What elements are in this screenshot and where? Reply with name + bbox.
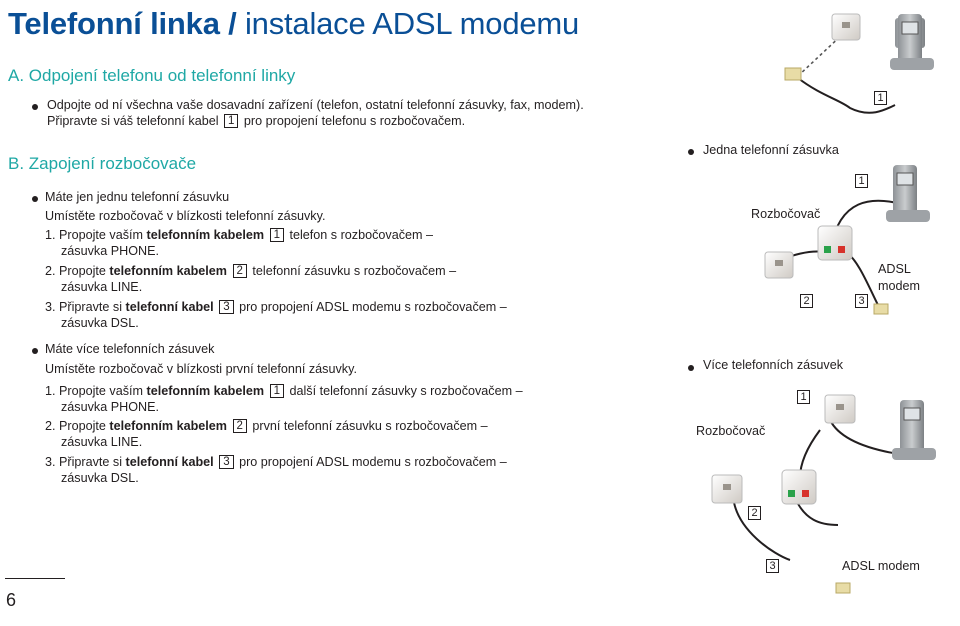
rj11-plug-icon xyxy=(784,67,802,81)
cable-number-box: 2 xyxy=(232,264,247,278)
text: 3. Připravte si xyxy=(45,300,126,314)
adsl-modem-label: ADSL modem xyxy=(842,559,920,573)
section-b-heading: B. Zapojení rozbočovače xyxy=(8,154,197,173)
text: telefonní zásuvku s rozbočovačem – xyxy=(252,264,457,278)
rj11-plug-icon xyxy=(873,303,889,315)
wall-socket-icon xyxy=(824,394,856,424)
text: 1. Propojte vaším xyxy=(45,228,147,242)
cable-number-box: 2 xyxy=(800,294,813,308)
splitter-icon xyxy=(817,225,853,261)
text: pro propojení telefonu s rozbočovačem. xyxy=(243,114,466,128)
multi-step-2: 2. Propojte telefonním kabelem 2 první t… xyxy=(45,419,488,434)
wall-socket-icon xyxy=(764,251,794,279)
cable-number-box: 3 xyxy=(219,300,234,314)
diagram-3-title: Více telefonních zásuvek xyxy=(703,358,844,372)
page-number: 6 xyxy=(6,590,17,610)
wall-socket-icon xyxy=(711,474,743,504)
phone-icon xyxy=(886,165,930,222)
multi-step-1-cont: zásuvka PHONE. xyxy=(61,400,159,414)
cable-number-box: 1 xyxy=(797,390,810,404)
text-bold: telefonní kabel xyxy=(125,300,214,314)
multi-outlet-title: Máte více telefonních zásuvek xyxy=(45,342,215,356)
text: Připravte si váš telefonní kabel xyxy=(47,114,219,128)
cable-number-box: 2 xyxy=(232,419,247,433)
text: 2. Propojte xyxy=(45,264,110,278)
multi-outlet-intro: Umístěte rozbočovač v blízkosti první te… xyxy=(45,362,357,376)
splitter-label: Rozbočovač xyxy=(751,207,821,221)
section-a-line1: Odpojte od ní všechna vaše dosavadní zař… xyxy=(47,98,584,112)
cable-number-box: 1 xyxy=(855,174,868,188)
diagram-single-outlet xyxy=(764,165,930,315)
bullet-dot xyxy=(32,104,38,110)
footer-rule xyxy=(5,578,65,579)
cable-number-box: 1 xyxy=(874,91,887,105)
bullet-dot xyxy=(688,365,694,371)
diagram-2-title: Jedna telefonní zásuvka xyxy=(703,143,839,157)
diagram-multiple-outlets xyxy=(711,394,936,594)
cable-number-box: 2 xyxy=(748,506,761,520)
adsl-label: ADSL xyxy=(878,262,911,276)
bullet-dot xyxy=(32,348,38,354)
multi-step-2-cont: zásuvka LINE. xyxy=(61,435,143,449)
text: první telefonní zásuvku s rozbočovačem – xyxy=(252,419,488,433)
text: 3. Připravte si xyxy=(45,455,126,469)
cable-number-box: 3 xyxy=(766,559,779,573)
cable-number-box: 3 xyxy=(855,294,868,308)
cable-number-box: 1 xyxy=(269,384,284,398)
wall-socket-icon xyxy=(831,13,861,41)
splitter-label: Rozbočovač xyxy=(696,424,766,438)
text: 2. Propojte xyxy=(45,419,110,433)
rj11-plug-icon xyxy=(835,582,851,594)
title-bold: Telefonní linka / xyxy=(8,6,237,41)
single-step-3-cont: zásuvka DSL. xyxy=(61,316,139,330)
text: pro propojení ADSL modemu s rozbočovačem… xyxy=(239,300,507,314)
single-step-3: 3. Připravte si telefonní kabel 3 pro pr… xyxy=(45,300,507,315)
single-step-1: 1. Propojte vaším telefonním kabelem 1 t… xyxy=(45,228,433,243)
diagram-disconnect xyxy=(784,13,934,114)
cable-number-box: 3 xyxy=(219,455,234,469)
text: pro propojení ADSL modemu s rozbočovačem… xyxy=(239,455,507,469)
text-bold: telefonním kabelem xyxy=(146,384,265,398)
multi-step-1: 1. Propojte vaším telefonním kabelem 1 d… xyxy=(45,384,523,399)
text-bold: telefonním kabelem xyxy=(146,228,265,242)
text-bold: telefonním kabelem xyxy=(109,419,227,433)
single-step-2-cont: zásuvka LINE. xyxy=(61,280,143,294)
single-step-2: 2. Propojte telefonním kabelem 2 telefon… xyxy=(45,264,456,279)
bullet-dot xyxy=(688,149,694,155)
bullet-dot xyxy=(32,196,38,202)
modem-label: modem xyxy=(878,279,920,293)
text: 1. Propojte vaším xyxy=(45,384,147,398)
multi-step-3: 3. Připravte si telefonní kabel 3 pro pr… xyxy=(45,455,507,470)
page-title: Telefonní linka / instalace ADSL modemu xyxy=(8,6,579,42)
single-outlet-intro: Umístěte rozbočovač v blízkosti telefonn… xyxy=(45,209,326,223)
phone-icon xyxy=(892,400,936,460)
text-bold: telefonním kabelem xyxy=(109,264,227,278)
single-outlet-title: Máte jen jednu telefonní zásuvku xyxy=(45,190,230,204)
splitter-icon xyxy=(781,469,817,505)
text: telefon s rozbočovačem – xyxy=(289,228,433,242)
text: další telefonní zásuvky s rozbočovačem – xyxy=(289,384,523,398)
cable-number-box: 1 xyxy=(269,228,284,242)
text-bold: telefonní kabel xyxy=(125,455,214,469)
title-light: instalace ADSL modemu xyxy=(236,6,580,41)
section-a-line2: Připravte si váš telefonní kabel 1 pro p… xyxy=(47,114,465,129)
single-step-1-cont: zásuvka PHONE. xyxy=(61,244,159,258)
section-a-heading: A. Odpojení telefonu od telefonní linky xyxy=(8,66,296,85)
cable-number-box: 1 xyxy=(224,114,239,128)
multi-step-3-cont: zásuvka DSL. xyxy=(61,471,139,485)
phone-icon xyxy=(890,14,934,70)
